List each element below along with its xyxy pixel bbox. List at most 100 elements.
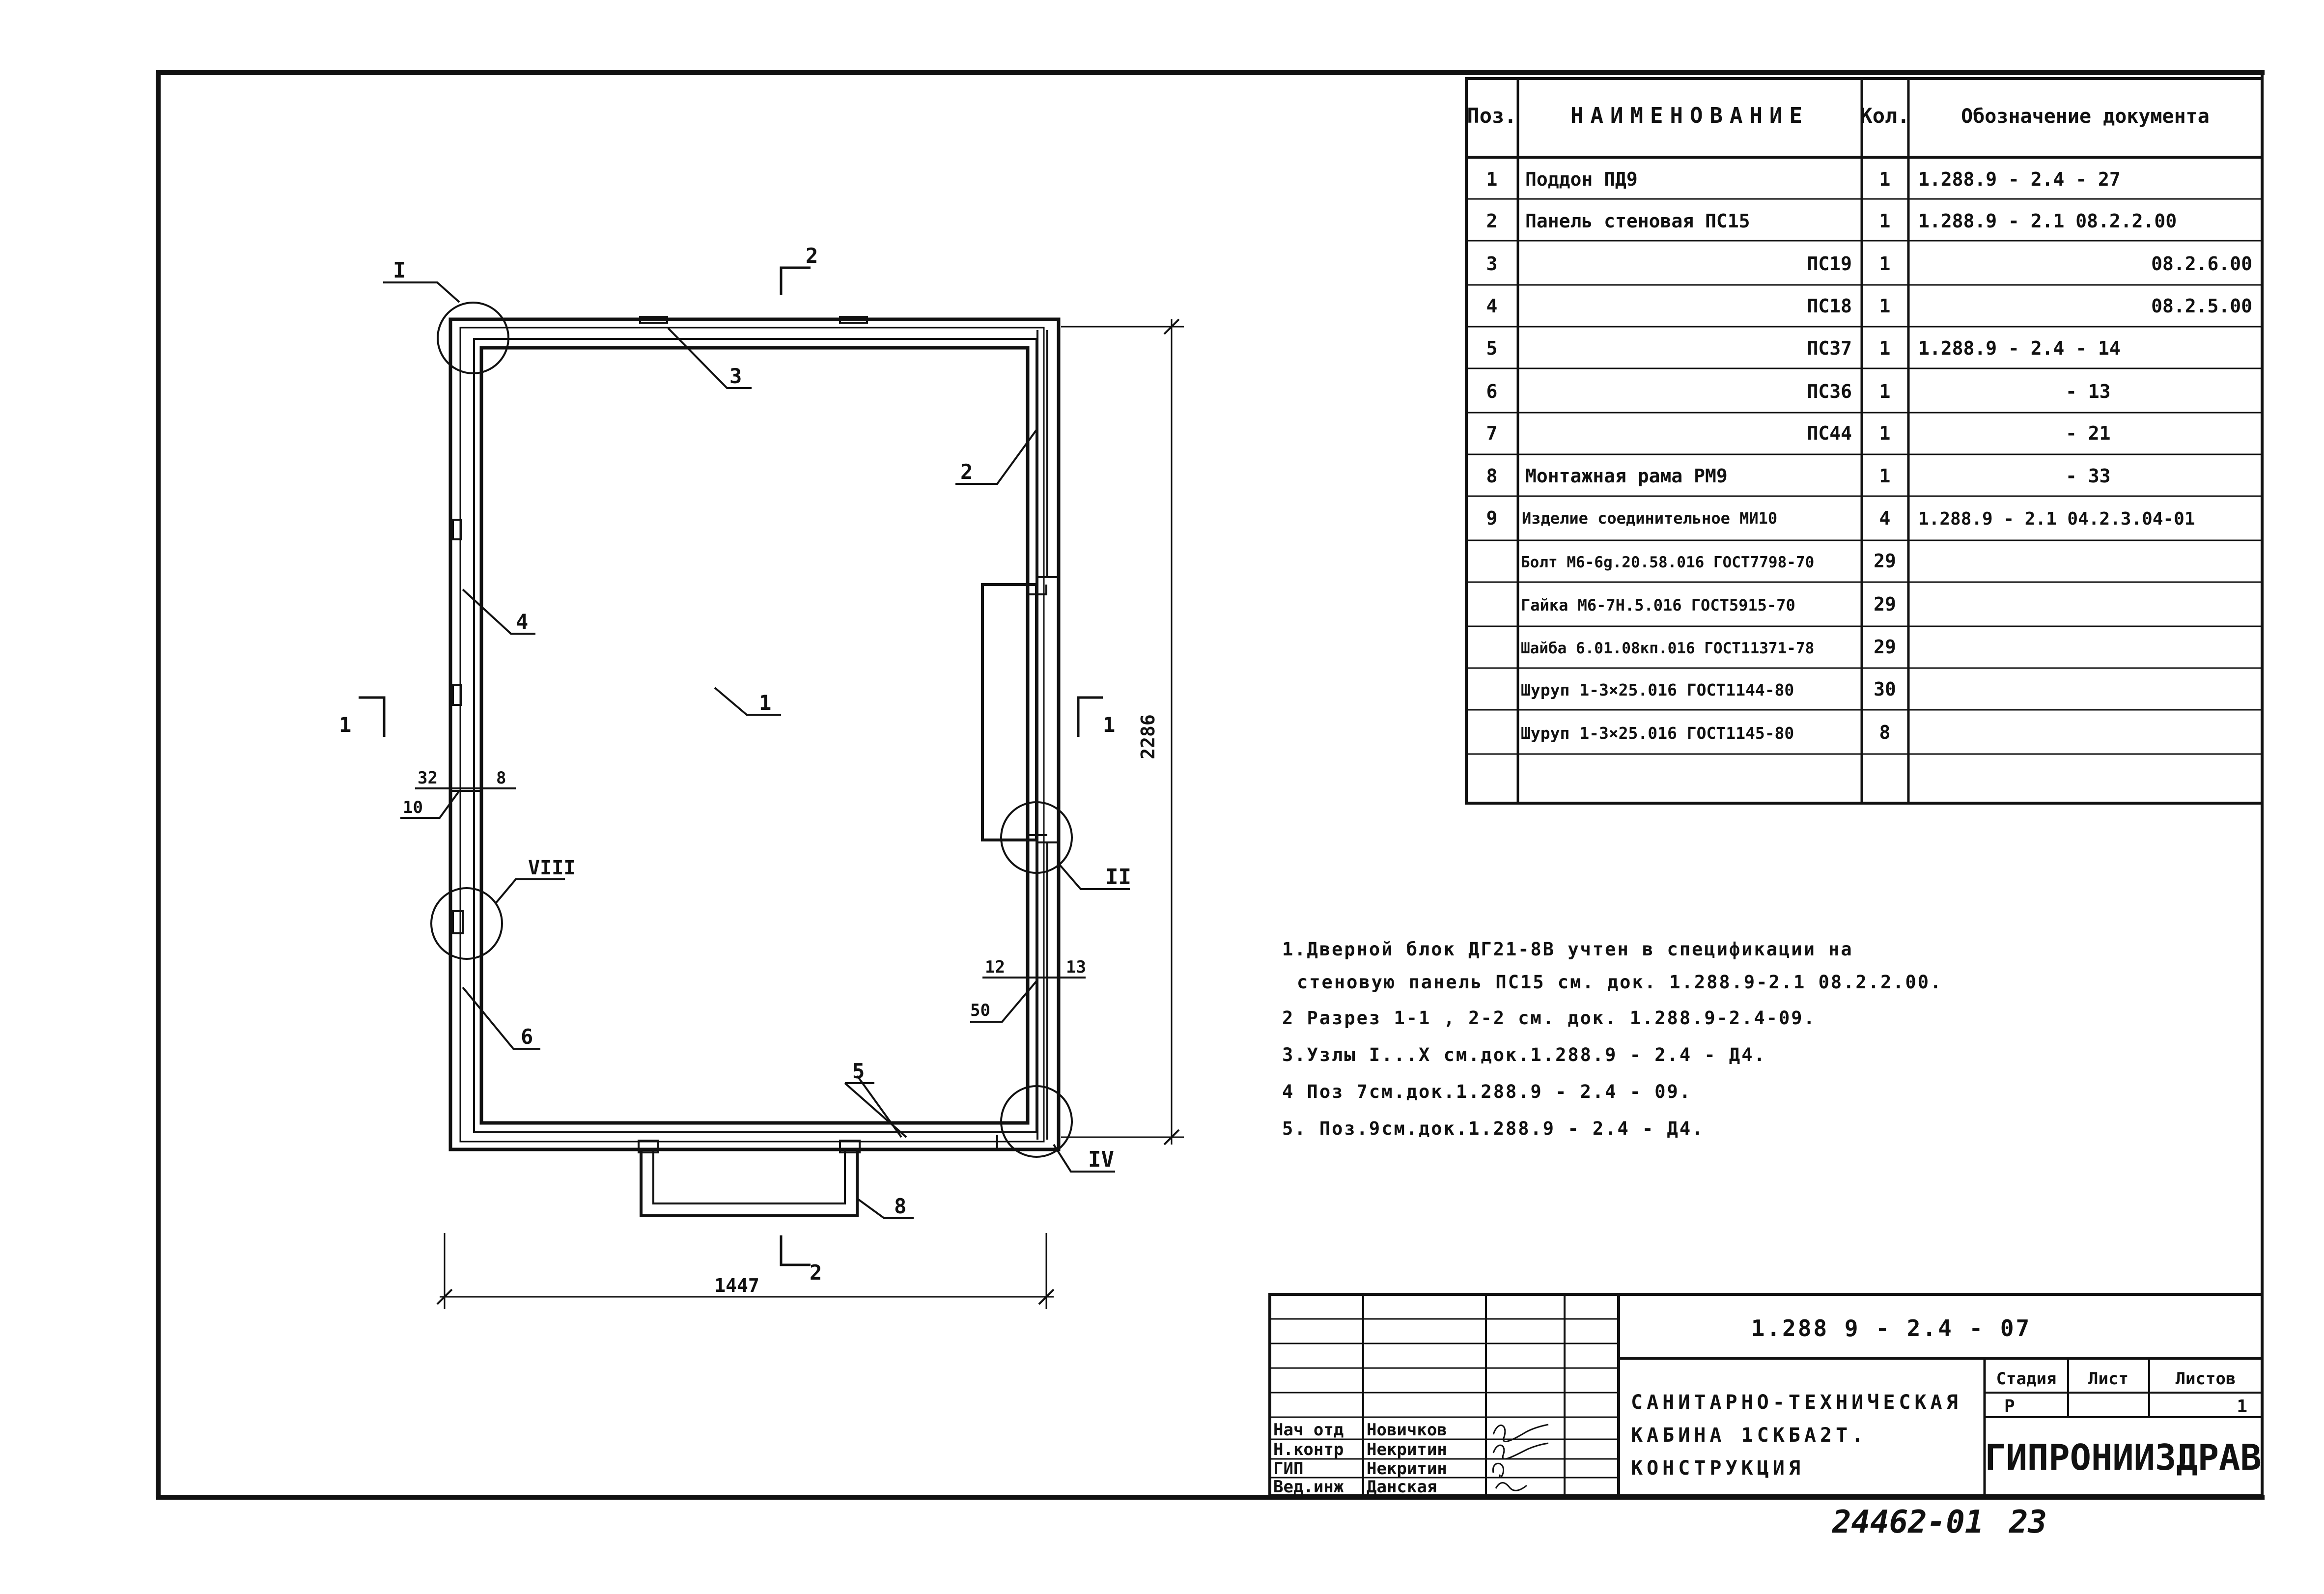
row-qty: 1 [1879, 422, 1891, 444]
title-line: САНИТАРНО-ТЕХНИЧЕСКАЯ [1631, 1391, 1962, 1414]
title-block: 1.288 9 - 2.4 - 07 САНИТАРНО-ТЕХНИЧЕСКАЯ… [1268, 1293, 2264, 1497]
pos-label-2: 2 [960, 460, 973, 484]
notes: 1.Дверной блок ДГ21-8В учтен в специфика… [1282, 939, 1942, 1139]
row-doc: 1.288.9 - 2.1 08.2.2.00 [1918, 210, 2177, 232]
row-doc: 08.2.6.00 [2151, 253, 2252, 275]
row-qty: 1 [1879, 465, 1891, 487]
row-name: ПС36 [1807, 381, 1852, 402]
row-name: Панель стеновая ПС15 [1525, 210, 1750, 232]
document-number: 1.288 9 - 2.4 - 07 [1751, 1315, 2032, 1342]
row-pos: 9 [1486, 507, 1498, 529]
row-pos: 6 [1486, 381, 1498, 402]
note-line: 4 Поз 7см.док.1.288.9 - 2.4 - 09. [1282, 1081, 1692, 1102]
row-name: Гайка М6-7Н.5.016 ГОСТ5915-70 [1521, 596, 1795, 615]
row-name: ПС44 [1807, 422, 1852, 444]
note-line: 3.Узлы I...X см.док.1.288.9 - 2.4 - Д4. [1282, 1044, 1766, 1065]
row-name: ПС37 [1807, 337, 1852, 359]
section-mark-2-top: 2 [806, 244, 818, 268]
table-row: 3 ПС19 1 08.2.6.00 [1486, 253, 2252, 275]
row-name: Монтажная рама РМ9 [1525, 465, 1728, 487]
header-doc: Обозначение документа [1961, 105, 2210, 128]
plan-drawing: I II IV VIII 1 2 3 4 5 6 8 32 8 10 12 13… [339, 244, 1184, 1309]
row-pos: 1 [1486, 168, 1498, 190]
header-qty: Кол. [1860, 104, 1909, 128]
node-label-ii: II [1105, 865, 1131, 890]
row-qty: 29 [1874, 636, 1896, 658]
sheet-frame [156, 70, 2265, 1500]
specification-table: Поз. НАИМЕНОВАНИЕ Кол. Обозначение докум… [1465, 77, 2264, 805]
aux-label-8: 8 [496, 768, 506, 788]
row-qty: 29 [1874, 593, 1896, 615]
table-row: 9 Изделие соединительное МИ10 4 1.288.9 … [1486, 507, 2195, 529]
row-doc: 08.2.5.00 [2151, 295, 2252, 317]
table-row: Шуруп 1-3×25.016 ГОСТ1145-80 8 [1521, 722, 1890, 743]
row-qty: 1 [1879, 210, 1891, 232]
row-qty: 1 [1879, 381, 1891, 402]
node-circle-viii [430, 887, 503, 960]
row-doc: - 13 [2066, 381, 2111, 402]
section-mark-1-right: 1 [1103, 713, 1115, 737]
sheets-label: Листов [2176, 1369, 2236, 1389]
pos-label-5: 5 [852, 1059, 865, 1083]
role-name: Данская [1367, 1477, 1437, 1497]
row-qty: 8 [1879, 722, 1891, 743]
row-qty: 1 [1879, 168, 1891, 190]
table-row: 5 ПС37 1 1.288.9 - 2.4 - 14 [1486, 337, 2121, 359]
role-label: Н.контр [1273, 1440, 1344, 1459]
header-name: НАИМЕНОВАНИЕ [1570, 103, 1809, 128]
role-label: Нач отд [1273, 1420, 1344, 1440]
pos-label-3: 3 [729, 364, 742, 388]
aux-label-12: 12 [985, 957, 1005, 977]
row-pos: 3 [1486, 253, 1498, 275]
title-line: КОНСТРУКЦИЯ [1631, 1457, 1804, 1480]
aux-label-10: 10 [403, 798, 423, 817]
title-line: КАБИНА 1СКБА2Т. [1631, 1424, 1867, 1447]
node-circle-i [437, 302, 509, 374]
pos-label-6: 6 [521, 1025, 533, 1049]
dimension-width: 1447 [714, 1275, 759, 1296]
row-pos: 4 [1486, 295, 1498, 317]
table-row: Гайка М6-7Н.5.016 ГОСТ5915-70 29 [1521, 593, 1896, 615]
node-label-iv: IV [1088, 1147, 1114, 1172]
row-doc: - 21 [2066, 422, 2111, 444]
row-qty: 30 [1874, 678, 1896, 700]
node-circle-iv [1000, 1085, 1073, 1158]
role-label: ГИП [1273, 1459, 1303, 1479]
table-row: Болт М6-6g.20.58.016 ГОСТ7798-70 29 [1521, 550, 1896, 572]
row-doc: 1.288.9 - 2.1 04.2.3.04-01 [1918, 509, 2195, 529]
pos-label-8: 8 [894, 1194, 906, 1218]
table-row: 2 Панель стеновая ПС15 1 1.288.9 - 2.1 0… [1486, 210, 2177, 232]
signature-icon [1492, 1424, 1549, 1442]
table-row: 6 ПС36 1 - 13 [1486, 381, 2111, 402]
sheet-label: Лист [2088, 1369, 2128, 1389]
aux-label-13: 13 [1066, 957, 1086, 977]
table-row: 4 ПС18 1 08.2.5.00 [1486, 295, 2252, 317]
signature-icon [1492, 1442, 1549, 1460]
section-mark-1-left: 1 [339, 713, 351, 737]
row-name: Шуруп 1-3×25.016 ГОСТ1144-80 [1521, 680, 1794, 699]
table-row: 7 ПС44 1 - 21 [1486, 422, 2111, 444]
sheets-value: 1 [2237, 1397, 2247, 1417]
row-pos: 2 [1486, 210, 1498, 232]
signature-icon [1492, 1462, 1504, 1478]
row-qty: 4 [1879, 507, 1891, 529]
dimension-height: 2286 [1137, 714, 1159, 759]
section-mark-2-bottom: 2 [810, 1260, 822, 1285]
node-label-viii: VIII [528, 857, 575, 879]
pos-label-4: 4 [516, 610, 528, 634]
row-qty: 29 [1874, 550, 1896, 572]
stage-label: Стадия [1996, 1369, 2057, 1389]
note-line: стеновую панель ПС15 см. док. 1.288.9-2.… [1297, 972, 1942, 993]
header-pos: Поз. [1467, 104, 1516, 128]
note-line: 2 Разрез 1-1 , 2-2 см. док. 1.288.9-2.4-… [1282, 1007, 1816, 1029]
row-name: ПС18 [1807, 295, 1852, 317]
archive-number: 24462-01 [1832, 1504, 1984, 1540]
row-doc: 1.288.9 - 2.4 - 27 [1918, 168, 2121, 190]
stage-value: Р [2004, 1397, 2015, 1417]
row-name: Болт М6-6g.20.58.016 ГОСТ7798-70 [1521, 554, 1814, 571]
table-row: Шайба 6.01.08кп.016 ГОСТ11371-78 29 [1521, 636, 1896, 658]
row-qty: 1 [1879, 295, 1891, 317]
organization-name: ГИПРОНИИЗДРАВ [1985, 1437, 2262, 1478]
row-pos: 7 [1486, 422, 1498, 444]
row-name: Изделие соединительное МИ10 [1522, 509, 1777, 528]
